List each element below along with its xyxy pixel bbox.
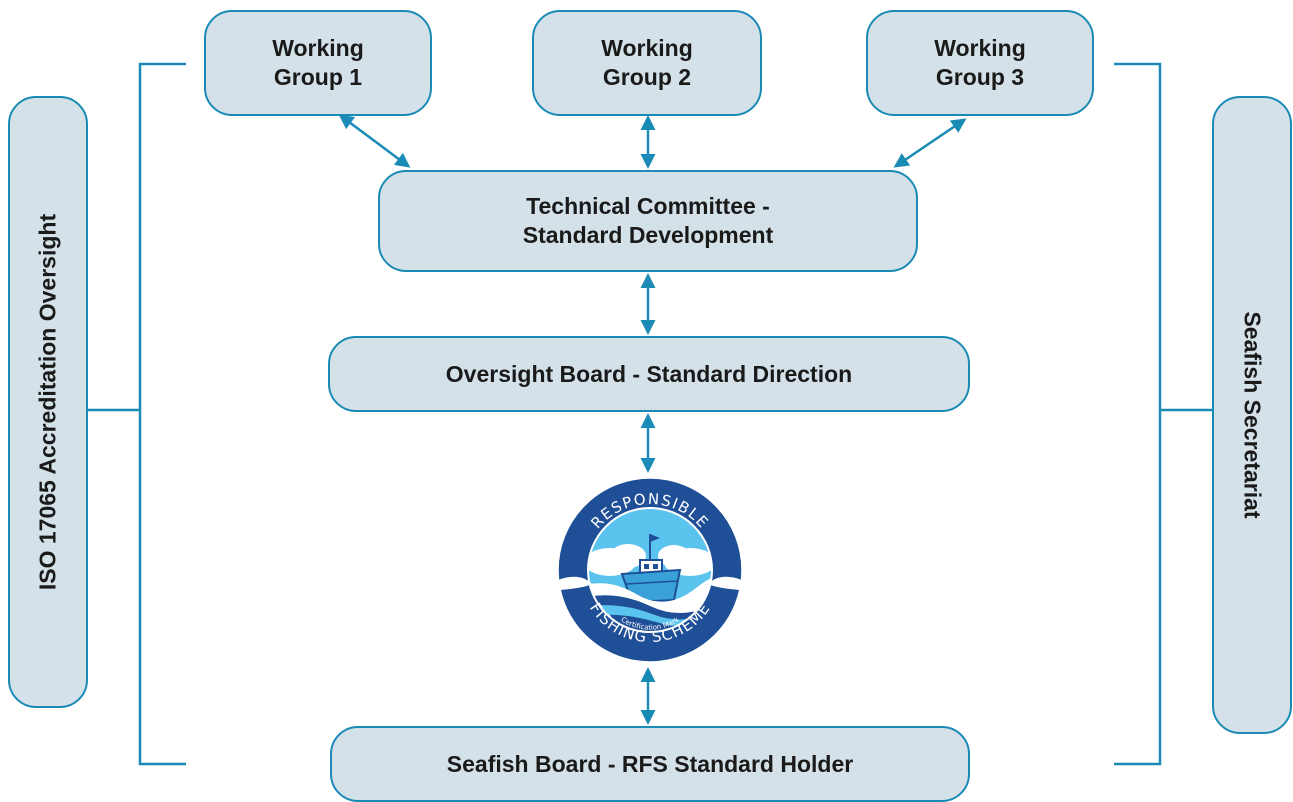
working-group-1-line2: Group 1 [273,64,363,90]
working-group-2-box: Working Group 2 [532,10,762,116]
arrow-wg1-tc [338,114,411,168]
seafish-secretariat-panel: Seafish Secretariat [1212,96,1292,734]
working-group-1-line1: Working [272,35,364,62]
seafish-board-label: Seafish Board - RFS Standard Holder [446,750,854,777]
iso-accreditation-panel: ISO 17065 Accreditation Oversight [8,96,88,708]
right-bracket [1114,62,1212,766]
left-bracket [88,62,186,766]
iso-accreditation-label: ISO 17065 Accreditation Oversight [34,213,61,591]
oversight-board-label: Oversight Board - Standard Direction [445,360,853,387]
oversight-board-box: Oversight Board - Standard Direction [328,336,970,412]
working-group-3-line2: Group 3 [935,64,1025,90]
seafish-board-box: Seafish Board - RFS Standard Holder [330,726,970,802]
responsible-fishing-scheme-logo: RESPONSIBLE FISHING SCHEME Certification… [556,476,744,664]
seafish-secretariat-label: Seafish Secretariat [1239,311,1266,519]
working-group-2-line1: Working [601,35,693,62]
working-group-3-box: Working Group 3 [866,10,1094,116]
technical-committee-line2: Standard Development [522,222,774,248]
working-group-2-line2: Group 2 [602,64,692,90]
working-group-3-line1: Working [934,35,1026,62]
arrow-wg3-tc [893,118,967,168]
technical-committee-box: Technical Committee - Standard Developme… [378,170,918,272]
working-group-1-box: Working Group 1 [204,10,432,116]
rfs-logo-graphic: RESPONSIBLE FISHING SCHEME Certification… [557,477,743,663]
technical-committee-line1: Technical Committee - [526,193,770,220]
